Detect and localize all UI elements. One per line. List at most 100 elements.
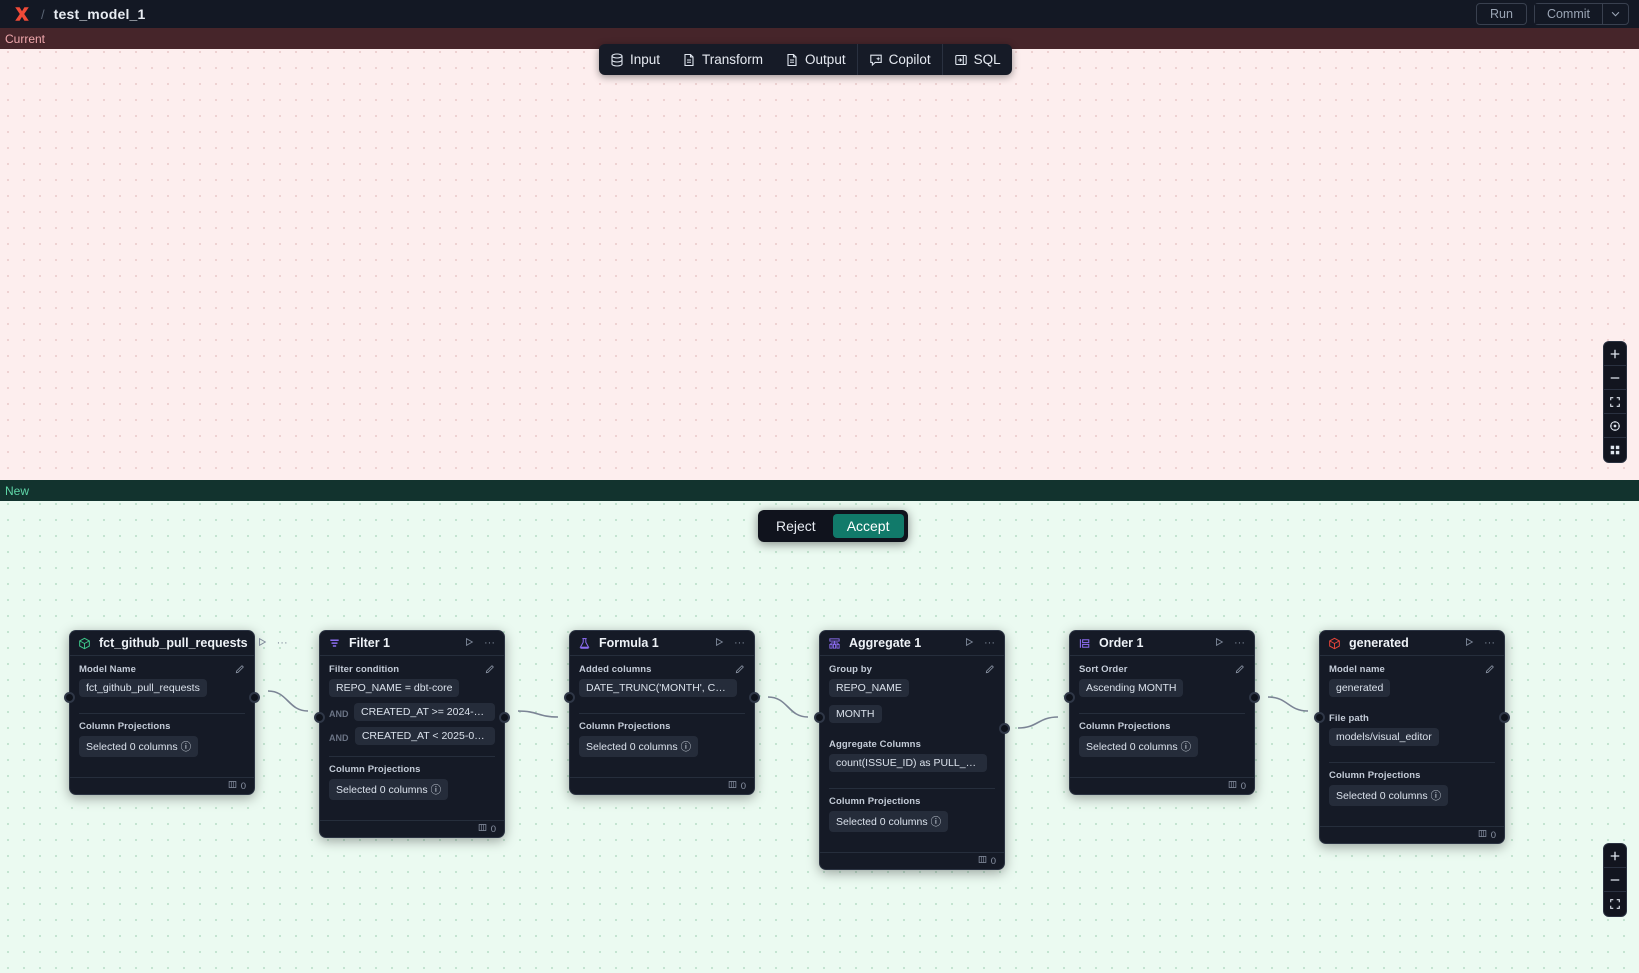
file-path-value[interactable]: models/visual_editor <box>1329 728 1439 746</box>
info-icon[interactable]: ⓘ <box>430 784 442 796</box>
info-icon[interactable]: ⓘ <box>180 741 192 753</box>
node-port-in[interactable] <box>564 692 575 703</box>
group-by-value[interactable]: MONTH <box>829 705 882 723</box>
ellipsis-icon[interactable]: ··· <box>734 636 745 649</box>
node-port-in[interactable] <box>1064 692 1075 703</box>
pencil-icon[interactable] <box>1485 664 1495 677</box>
commit-button[interactable]: Commit <box>1534 4 1602 24</box>
info-icon[interactable]: ⓘ <box>930 816 942 828</box>
node-port-out[interactable] <box>749 692 760 703</box>
section-group-by: Group by REPO_NAME MONTH <box>829 664 995 731</box>
added-columns-value[interactable]: DATE_TRUNC('MONTH', CREATED_AT... <box>579 679 737 697</box>
current-canvas-pane[interactable]: Current <box>0 28 1639 480</box>
fit-screen-button-bottom[interactable] <box>1604 892 1626 916</box>
run-button[interactable]: Run <box>1476 3 1527 25</box>
node-header[interactable]: Aggregate 1 ··· <box>820 631 1004 656</box>
node-header[interactable]: Order 1 ··· <box>1070 631 1254 656</box>
pencil-icon[interactable] <box>985 664 995 677</box>
zoom-out-button-bottom[interactable] <box>1604 868 1626 892</box>
pencil-icon[interactable] <box>735 664 745 677</box>
node-port-out[interactable] <box>1499 712 1510 723</box>
node-port-in[interactable] <box>814 712 825 723</box>
node-aggregate[interactable]: Aggregate 1 ··· Group by REPO_NAME MONTH… <box>814 630 1010 870</box>
section-sort-order: Sort Order Ascending MONTH <box>1079 664 1245 705</box>
filter-condition-value[interactable]: CREATED_AT >= 2024-12-01 <box>354 703 495 721</box>
new-pane-label: New <box>5 483 30 498</box>
x-logo-icon[interactable] <box>12 4 32 24</box>
toolbar-label-copilot: Copilot <box>888 52 931 67</box>
node-body: Filter condition REPO_NAME = dbt-core AN… <box>320 656 504 820</box>
toolbar-item-input[interactable]: Input <box>599 44 671 75</box>
titlebar-actions: Run Commit <box>1476 3 1639 25</box>
zoom-in-button-top[interactable] <box>1604 342 1626 366</box>
ellipsis-icon[interactable]: ··· <box>1484 636 1495 649</box>
new-pane-ribbon: New <box>0 480 1639 501</box>
node-formula[interactable]: Formula 1 ··· Added columns DATE_TRUNC('… <box>564 630 760 795</box>
aggregate-columns-value[interactable]: count(ISSUE_ID) as PULL_REQUEST_... <box>829 754 987 772</box>
node-title: generated <box>1349 636 1409 650</box>
toolbar-item-output[interactable]: Output <box>774 44 857 75</box>
node-port-in[interactable] <box>64 692 75 703</box>
group-by-value[interactable]: REPO_NAME <box>829 679 909 697</box>
node-toolbar: Input Transform Output <box>599 44 1012 75</box>
info-icon[interactable]: ⓘ <box>1430 790 1442 802</box>
node-header[interactable]: fct_github_pull_requests ··· <box>70 631 288 656</box>
toolbar-item-copilot[interactable]: Copilot <box>858 44 942 75</box>
projections-value[interactable]: Selected 0 columns ⓘ <box>829 811 949 832</box>
model-name-value[interactable]: fct_github_pull_requests <box>79 679 207 697</box>
grid-toggle-button[interactable] <box>1604 438 1626 462</box>
accept-button[interactable]: Accept <box>832 514 904 538</box>
node-port-out[interactable] <box>499 712 510 723</box>
ellipsis-icon[interactable]: ··· <box>276 636 288 649</box>
model-name-value[interactable]: generated <box>1329 679 1391 697</box>
projections-value[interactable]: Selected 0 columns ⓘ <box>579 736 699 757</box>
node-header[interactable]: Formula 1 ··· <box>570 631 754 656</box>
pencil-icon[interactable] <box>485 664 495 677</box>
node-filter[interactable]: Filter 1 ··· Filter condition REPO_NAME … <box>314 630 510 838</box>
projections-value[interactable]: Selected 0 columns ⓘ <box>329 779 449 800</box>
filter-icon-purple <box>328 637 341 650</box>
table-icon <box>1228 780 1237 792</box>
fit-screen-button-top[interactable] <box>1604 390 1626 414</box>
play-icon[interactable] <box>256 637 268 650</box>
lock-target-icon[interactable] <box>1604 414 1626 438</box>
projections-value[interactable]: Selected 0 columns ⓘ <box>1329 785 1449 806</box>
info-icon[interactable]: ⓘ <box>680 741 692 753</box>
reject-button[interactable]: Reject <box>776 518 816 534</box>
filter-condition-row: AND CREATED_AT < 2025-03-01 <box>329 727 495 748</box>
play-icon[interactable] <box>463 637 475 650</box>
node-port-in[interactable] <box>314 712 325 723</box>
node-generated[interactable]: generated ··· Model name generated File … <box>1314 630 1510 844</box>
zoom-out-button-top[interactable] <box>1604 366 1626 390</box>
node-header[interactable]: generated ··· <box>1320 631 1504 656</box>
node-port-out[interactable] <box>249 692 260 703</box>
filter-condition-value[interactable]: CREATED_AT < 2025-03-01 <box>354 727 495 745</box>
info-icon[interactable]: ⓘ <box>1180 741 1192 753</box>
play-icon[interactable] <box>963 637 975 650</box>
node-header[interactable]: Filter 1 ··· <box>320 631 504 656</box>
node-port-out[interactable] <box>999 723 1010 734</box>
toolbar-item-sql[interactable]: SQL <box>943 44 1012 75</box>
projections-value[interactable]: Selected 0 columns ⓘ <box>79 736 199 757</box>
play-icon[interactable] <box>713 637 725 650</box>
node-port-out[interactable] <box>1249 692 1260 703</box>
toolbar-item-transform[interactable]: Transform <box>671 44 774 75</box>
pencil-icon[interactable] <box>1235 664 1245 677</box>
section-label: Added columns <box>579 664 652 675</box>
node-source[interactable]: fct_github_pull_requests ··· Model Name … <box>64 630 288 795</box>
node-port-in[interactable] <box>1314 712 1325 723</box>
ellipsis-icon[interactable]: ··· <box>484 636 495 649</box>
filter-condition-value[interactable]: REPO_NAME = dbt-core <box>329 679 460 697</box>
ellipsis-icon[interactable]: ··· <box>1234 636 1245 649</box>
sort-order-value[interactable]: Ascending MONTH <box>1079 679 1184 697</box>
play-icon[interactable] <box>1463 637 1475 650</box>
chevron-down-icon[interactable] <box>1602 4 1628 24</box>
new-canvas-pane[interactable]: New fct_github_pull_requests <box>0 480 1639 973</box>
projections-text: Selected 0 columns <box>1086 741 1178 753</box>
ellipsis-icon[interactable]: ··· <box>984 636 995 649</box>
node-order[interactable]: Order 1 ··· Sort Order Ascending MONTH C… <box>1064 630 1260 795</box>
zoom-in-button-bottom[interactable] <box>1604 844 1626 868</box>
projections-value[interactable]: Selected 0 columns ⓘ <box>1079 736 1199 757</box>
play-icon[interactable] <box>1213 637 1225 650</box>
pencil-icon[interactable] <box>235 664 245 677</box>
